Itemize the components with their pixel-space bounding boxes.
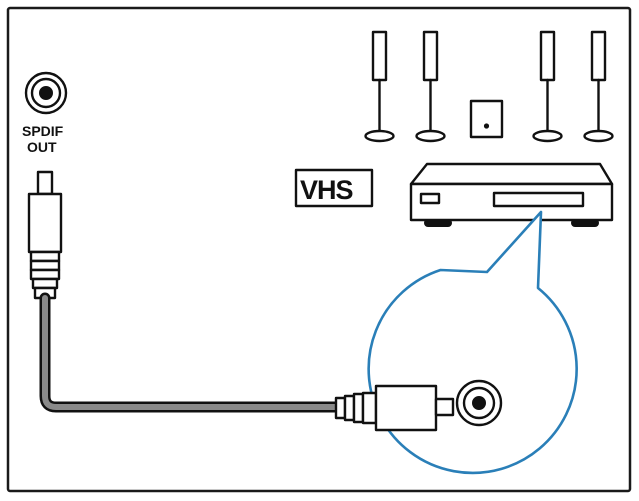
vhs-logo-icon: VHS — [294, 168, 374, 208]
device-logo-text: VHS — [300, 175, 353, 205]
speaker-icon — [364, 30, 395, 143]
rca-plug-icon — [334, 384, 455, 432]
rca-plug-icon — [27, 170, 63, 300]
av-receiver-icon — [409, 162, 614, 227]
speaker-icon — [415, 30, 446, 143]
audio-cable — [39, 292, 344, 413]
subwoofer-icon — [469, 99, 504, 139]
speaker-icon — [532, 30, 563, 143]
speaker-icon — [583, 30, 614, 143]
rca-input-jack-icon — [455, 379, 503, 427]
port-label-line1: SPDIF — [22, 123, 64, 139]
spdif-out-jack-icon — [24, 71, 68, 115]
port-label-line2: OUT — [27, 139, 57, 155]
